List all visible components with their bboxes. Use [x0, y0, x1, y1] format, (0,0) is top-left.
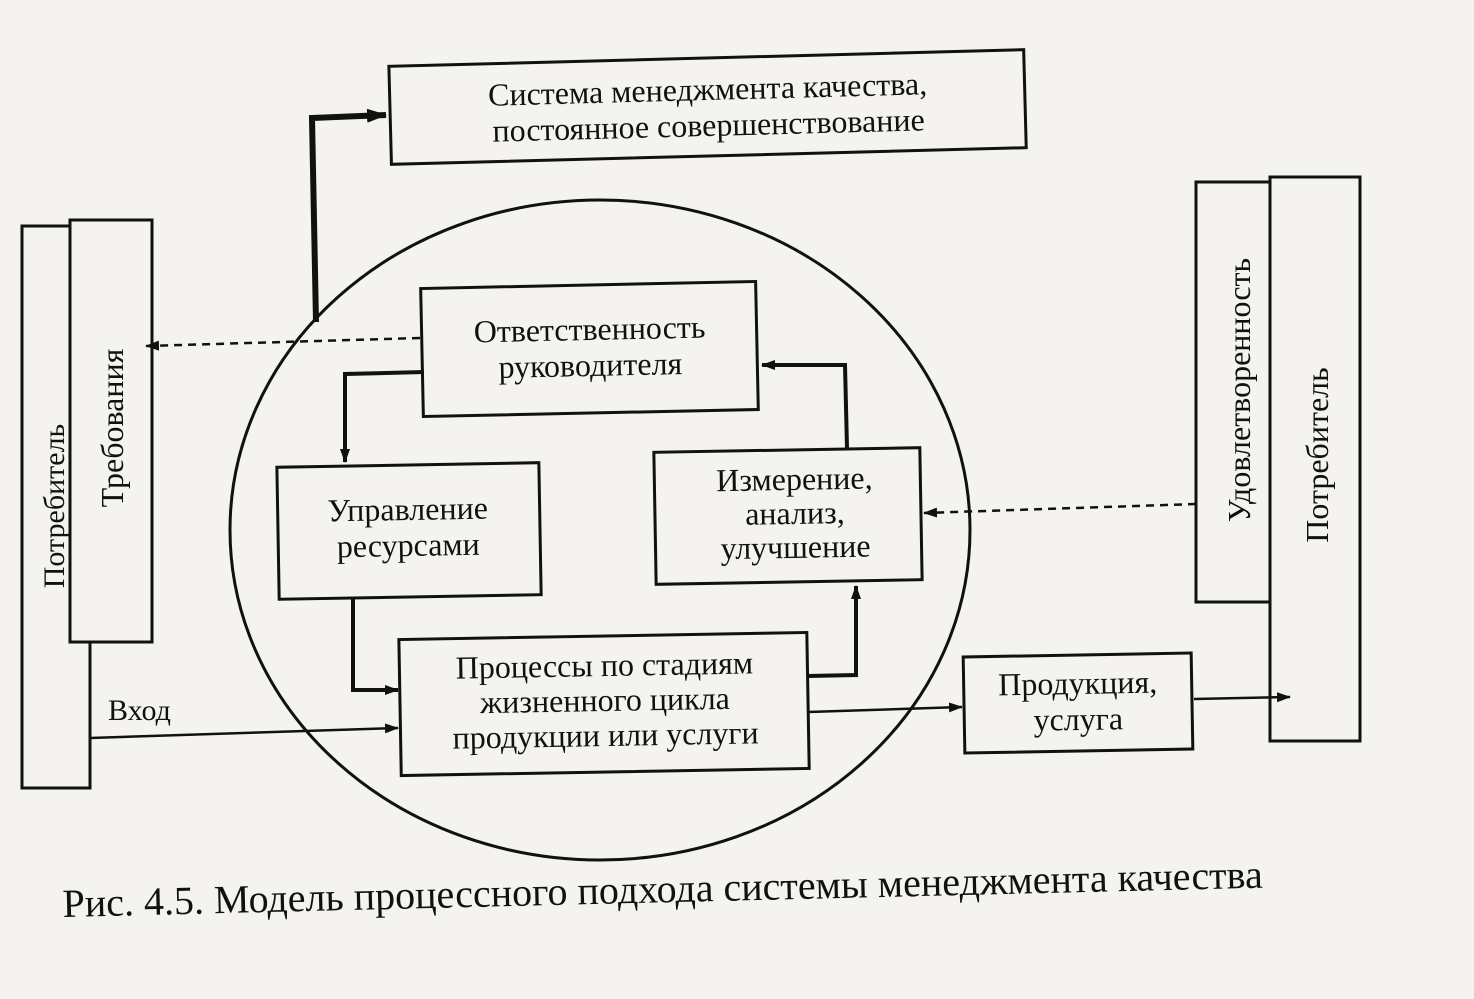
responsibility-box: Ответственность руководителя: [419, 279, 760, 419]
arrow-processes-to-product: [807, 702, 963, 714]
arrow-processes-to-measurement: [807, 585, 861, 678]
left-requirements-panel: [68, 218, 154, 644]
right-customer-panel: [1268, 175, 1362, 743]
product-box: Продукция, услуга: [961, 651, 1195, 755]
processes-box: Процессы по стадиям жизненного цикла про…: [397, 630, 811, 778]
measurement-label-line3: улучшение: [720, 528, 871, 567]
arrow-product-to-customer: [1193, 692, 1291, 703]
processes-label-line1: Процессы по стадиям: [455, 644, 753, 685]
right-satisfaction-label: Удовлетворенность: [1221, 258, 1257, 522]
responsibility-label-line1: Ответственность: [473, 309, 705, 350]
resources-label-line1: Управление: [327, 490, 488, 529]
input-label: Вход: [108, 694, 171, 727]
measurement-label-line1: Измерение,: [716, 460, 873, 499]
measurement-label-line2: анализ,: [745, 494, 845, 532]
right-customer-label: Потребитель: [1299, 367, 1335, 542]
arrow-resources-to-processes: [351, 598, 399, 695]
processes-label-line2: жизненного цикла: [479, 680, 730, 720]
arrow-responsibility-to-requirements: [145, 336, 421, 351]
arrow-responsibility-to-resources: [340, 370, 425, 463]
process-circle: [228, 198, 972, 862]
processes-label-line3: продукции или услуги: [452, 714, 759, 755]
qms-box: Система менеджмента качества, постоянное…: [387, 48, 1028, 166]
left-customer-label: Потребитель: [38, 424, 71, 588]
arrow-to-qms: [308, 108, 387, 323]
product-label-line1: Продукция,: [998, 664, 1158, 703]
left-requirements-label: Требования: [94, 348, 130, 507]
product-label-line2: услуга: [1033, 700, 1123, 738]
arrow-satisfaction-to-measurement: [923, 502, 1197, 518]
resources-box: Управление ресурсами: [275, 461, 543, 601]
measurement-box: Измерение, анализ, улучшение: [652, 446, 924, 586]
arrow-measurement-to-responsibility: [761, 360, 849, 449]
responsibility-label-line2: руководителя: [498, 345, 683, 385]
resources-label-line2: ресурсами: [336, 526, 480, 564]
arrow-input: [89, 723, 399, 740]
